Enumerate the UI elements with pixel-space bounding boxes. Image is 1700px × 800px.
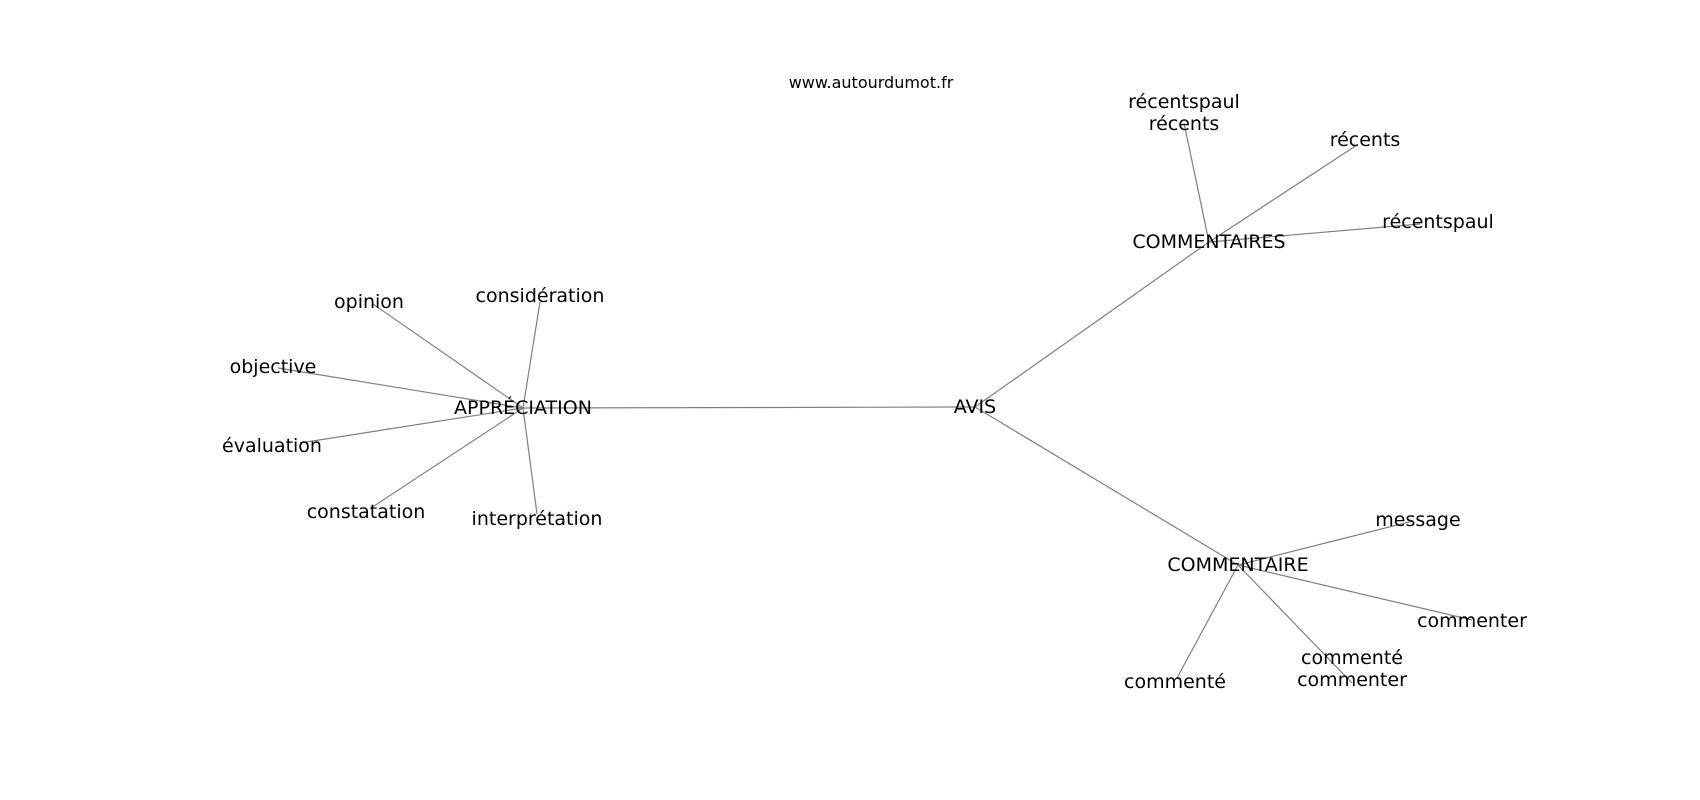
edge-avis-commentaire — [974, 406, 1239, 566]
node-label-line: commenter — [1417, 610, 1527, 632]
node-commentaires: COMMENTAIRES — [1132, 231, 1285, 253]
node-label-line: AVIS — [954, 396, 996, 418]
edge-appreciation-interpretation — [522, 407, 538, 515]
edge-appreciation-opinion — [372, 303, 524, 409]
watermark-text: www.autourdumot.fr — [789, 73, 954, 92]
edge-commentaires-recents — [1208, 144, 1358, 243]
node-label-line: COMMENTAIRE — [1167, 554, 1308, 576]
node-evaluation: évaluation — [222, 435, 322, 457]
node-label-line: interprétation — [472, 508, 603, 530]
node-label-line: récentspaul — [1128, 91, 1240, 113]
edge-commentaire-commenter — [1237, 564, 1473, 621]
node-label-line: message — [1375, 509, 1460, 531]
edge-appreciation-constatation — [370, 407, 524, 509]
graph-edges — [277, 122, 1473, 684]
edge-appreciation-objective — [277, 367, 524, 409]
node-label-line: récents — [1330, 129, 1401, 151]
node-interpretation: interprétation — [472, 508, 603, 530]
node-constatation: constatation — [307, 501, 426, 523]
node-appreciation: APPRÉCIATION — [454, 396, 592, 419]
node-commente: commenté — [1124, 671, 1226, 693]
edge-commentaires-recentspaul — [1208, 223, 1421, 243]
node-label-line: récentspaul — [1382, 211, 1494, 233]
edge-appreciation-evaluation — [299, 407, 524, 444]
node-label-line: constatation — [307, 501, 426, 523]
edge-avis-appreciation — [522, 406, 976, 409]
edge-commentaires-recentspaul-recents — [1183, 122, 1210, 243]
edge-commentaire-commente — [1176, 564, 1239, 679]
node-recents: récents — [1330, 129, 1401, 151]
edge-avis-commentaires — [974, 241, 1210, 408]
node-opinion: opinion — [334, 291, 404, 313]
node-label-line: considération — [476, 285, 605, 307]
node-objective: objective — [230, 356, 317, 378]
graph-nodes: AVIS APPRÉCIATION COMMENTAIRES COMMENTAIRE r… — [222, 91, 1527, 693]
edge-commentaire-message — [1237, 520, 1414, 566]
node-label-line: récents — [1149, 113, 1220, 135]
node-label-line: APPRÉCIATION — [454, 396, 592, 419]
node-message: message — [1375, 509, 1460, 531]
edge-commentaire-commente-commenter — [1237, 564, 1353, 684]
node-label-line: objective — [230, 356, 317, 378]
node-commentaire: COMMENTAIRE — [1167, 554, 1308, 576]
node-label-line: commenté — [1124, 671, 1226, 693]
node-avis: AVIS — [954, 396, 996, 418]
node-label-line: évaluation — [222, 435, 322, 457]
node-commenter: commenter — [1417, 610, 1527, 632]
node-label-line: opinion — [334, 291, 404, 313]
node-label-line: COMMENTAIRES — [1132, 231, 1285, 253]
edge-appreciation-consideration — [522, 301, 541, 409]
node-consideration: considération — [476, 285, 605, 307]
node-label-line: commenter — [1297, 669, 1407, 691]
node-label-line: commenté — [1301, 647, 1403, 669]
node-recentspaul: récentspaul — [1382, 211, 1494, 233]
